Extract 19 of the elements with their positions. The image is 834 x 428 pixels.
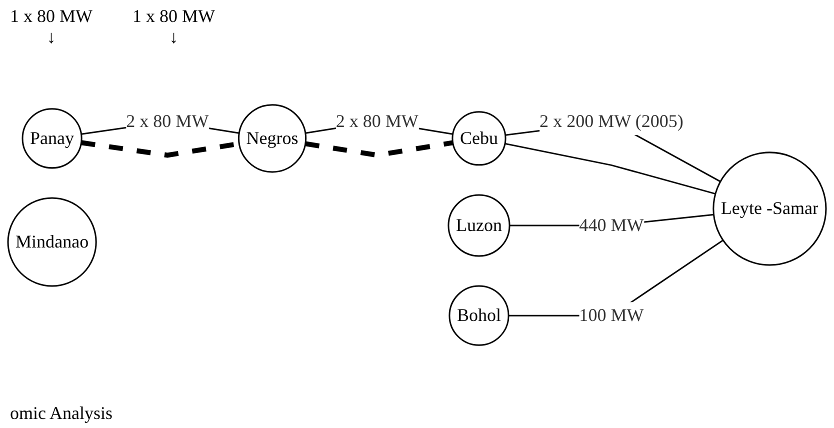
node-circle: Panay	[22, 108, 82, 169]
node-circle: Leyte -Samar	[712, 152, 827, 266]
connector	[305, 140, 454, 158]
edge-label: 2 x 200 MW (2005)	[540, 111, 684, 132]
note-text: 1 x 80 MW	[10, 6, 92, 27]
edge-label: 2 x 80 MW	[126, 111, 209, 132]
note-text: 1 x 80 MW	[132, 6, 215, 27]
down-arrow-note: ↓	[169, 27, 178, 48]
node-circle: Mindanao	[7, 197, 97, 287]
node-circle: Bohol	[448, 285, 510, 346]
down-arrow-note: ↓	[46, 27, 56, 48]
connector	[504, 142, 716, 195]
edge-label: 440 MW	[579, 214, 644, 236]
node-circle: Luzon	[448, 194, 510, 257]
node-circle: Negros	[238, 104, 307, 173]
edge-label: 2 x 80 MW	[336, 111, 418, 132]
node-circle: Cebu	[452, 111, 506, 166]
note-text: omic Analysis	[10, 403, 112, 423]
edge-label: 100 MW	[579, 305, 644, 326]
